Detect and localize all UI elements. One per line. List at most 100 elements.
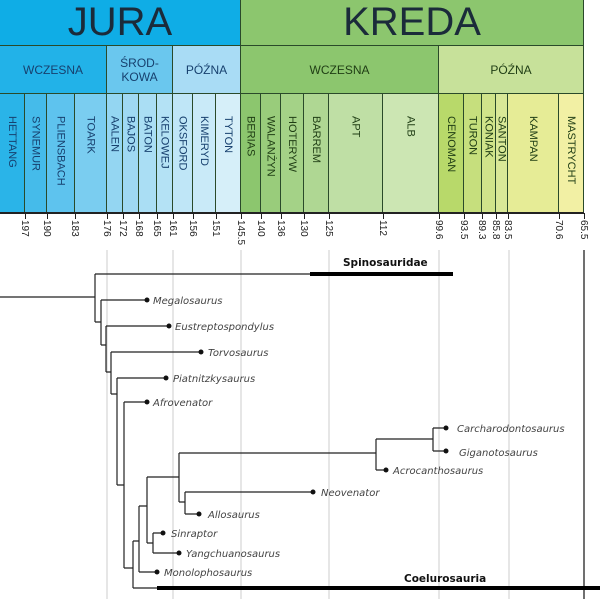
taxon-label: Acrocanthosaurus [392, 466, 483, 477]
axis-tick [216, 213, 217, 219]
stage-cell-label: ALB [404, 116, 417, 137]
axis-tick-label: 197 [19, 220, 30, 237]
stage-cell: TURON [464, 94, 482, 213]
epoch-cell: ŚROD- KOWA [107, 46, 173, 94]
axis-tick-label: 83.5 [502, 220, 513, 240]
tree-branches [0, 273, 446, 589]
taxon-label: Carcharodontosaurus [457, 424, 565, 435]
stage-cell: PLIENSBACH [47, 94, 75, 213]
epoch-cell-label: PÓŹNA [185, 62, 228, 77]
stage-cell-label: KELOWEJ [158, 116, 171, 169]
stage-cell: KIMERYD [193, 94, 216, 213]
stage-cell: KELOWEJ [157, 94, 173, 213]
axis-tick [482, 213, 483, 219]
axis-tick-label: 130 [298, 220, 309, 237]
stage-cell-label: KIMERYD [198, 116, 210, 166]
axis-tick-label: 93.5 [458, 220, 469, 240]
axis-tick [464, 213, 465, 219]
axis-tick [329, 213, 330, 219]
axis-tick [47, 213, 48, 219]
axis-tick-label: 165 [151, 220, 162, 237]
axis-tick [25, 213, 26, 219]
stage-cell: SANTON [496, 94, 508, 213]
axis-tick [123, 213, 124, 219]
stage-cell-label: SANTON [495, 116, 508, 162]
axis-tick-label: 161 [167, 220, 178, 237]
stage-cell: BAJOS [123, 94, 139, 213]
stage-cell: KONIAK [482, 94, 496, 213]
taxon-label: Sinraptor [171, 529, 218, 540]
epoch-cell-label: PÓŹNA [490, 62, 532, 77]
stage-cell-label: TURON [466, 116, 479, 156]
axis-tick-label: 156 [187, 220, 198, 237]
stage-cell: TOARK [75, 94, 107, 213]
epoch-cell: WCZESNA [0, 46, 107, 94]
axis-tick [241, 213, 242, 219]
axis-tick [559, 213, 560, 219]
axis-tick [508, 213, 509, 219]
axis-tick-label: 89.3 [476, 220, 487, 240]
stage-cell-label: BATON [141, 116, 154, 153]
axis-tick [304, 213, 305, 219]
stage-cell: BERIAS [241, 94, 261, 213]
taxon-dots [144, 297, 449, 575]
stage-cell-label: CENOMAN [445, 116, 457, 173]
stage-cell-label: OKSFORD [176, 116, 189, 171]
axis-tick-label: 65.5 [578, 220, 589, 240]
stage-cell: BATON [139, 94, 157, 213]
period-kreda: KREDA [241, 0, 584, 46]
stage-cell: BARREM [304, 94, 329, 213]
epoch-cell: WCZESNA [241, 46, 439, 94]
period-jura-label: JURA [67, 0, 173, 44]
taxon-label: Eustreptospondylus [175, 322, 274, 333]
axis-tick-label: 140 [255, 220, 266, 237]
axis-tick [75, 213, 76, 219]
period-kreda-label: KREDA [343, 0, 481, 44]
axis-tick-label: 168 [133, 220, 144, 237]
axis-tick [439, 213, 440, 219]
taxon-label: Yangchuanosaurus [186, 549, 280, 560]
axis-tick [496, 213, 497, 219]
axis-tick [173, 213, 174, 219]
axis-tick-label: 136 [275, 220, 286, 237]
epoch-cell-label: WCZESNA [23, 62, 83, 77]
stage-cell-label: SYNEMUR [29, 116, 42, 172]
time-axis [0, 212, 584, 214]
axis-tick [139, 213, 140, 219]
epoch-cell-label: ŚROD- KOWA [120, 55, 159, 84]
axis-tick [281, 213, 282, 219]
epoch-cell: PÓŹNA [173, 46, 241, 94]
gridlines [106, 250, 510, 599]
taxon-label: Giganotosaurus [459, 448, 538, 459]
stage-cell-label: TOARK [84, 116, 97, 154]
clade-label-coelurosauria: Coelurosauria [404, 573, 486, 585]
stage-cell-label: KAMPAN [527, 116, 539, 162]
stage-cell: HOTERYW [281, 94, 304, 213]
stage-cell: OKSFORD [173, 94, 193, 213]
stage-cell-label: HETTANG [6, 116, 18, 168]
stage-cell: SYNEMUR [25, 94, 47, 213]
epoch-cell: PÓŹNA [439, 46, 584, 94]
axis-tick-label: 145.5 [235, 220, 246, 246]
axis-tick-label: 172 [117, 220, 128, 237]
taxon-label: Monolophosaurus [164, 568, 252, 579]
axis-tick [157, 213, 158, 219]
stage-cell-label: TYTON [222, 116, 234, 154]
axis-tick-label: 176 [101, 220, 112, 237]
taxon-label: Megalosaurus [153, 296, 223, 307]
axis-tick-label: 183 [69, 220, 80, 237]
stage-cell: ALB [383, 94, 439, 213]
axis-tick-label: 190 [41, 220, 52, 237]
axis-tick [383, 213, 384, 219]
axis-tick-label: 151 [210, 220, 221, 237]
axis-tick [193, 213, 194, 219]
stage-cell-label: APT [349, 116, 362, 138]
stage-cell-label: MASTRYCHT [565, 116, 577, 185]
stage-cell: MASTRYCHT [559, 94, 584, 213]
axis-tick [584, 213, 585, 219]
stage-cell-label: KONIAK [482, 116, 495, 158]
stage-cell-label: AALEN [108, 116, 121, 153]
clade-label-spinosauridae: Spinosauridae [343, 257, 428, 269]
period-jura: JURA [0, 0, 241, 46]
